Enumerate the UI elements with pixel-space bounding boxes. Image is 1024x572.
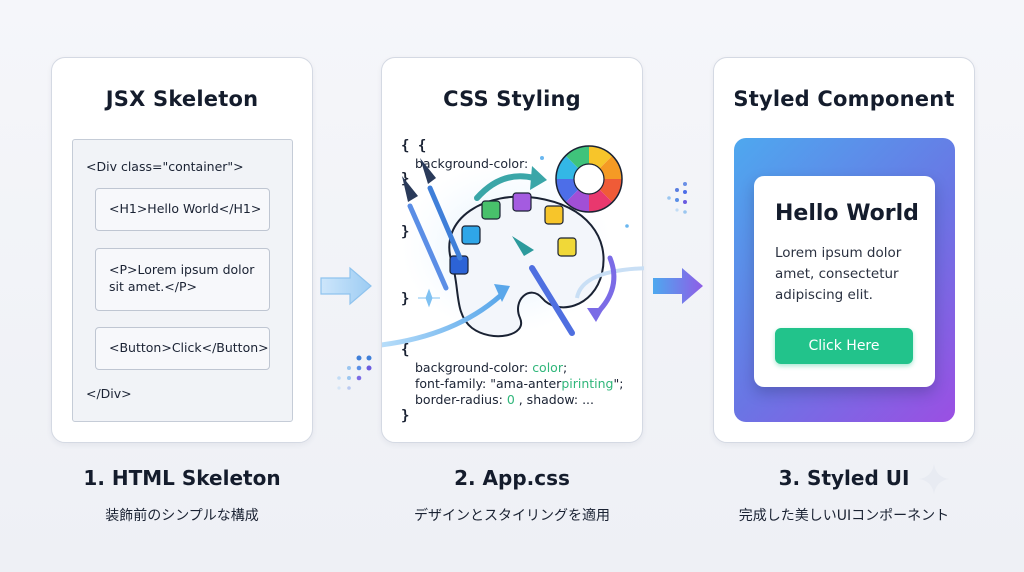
arrow-right-icon bbox=[653, 268, 703, 304]
step-1-sub: 装飾前のシンプルな構成 bbox=[105, 508, 259, 524]
css-line-border-radius: border-radius: 0 , shadow: ... bbox=[415, 392, 595, 407]
preview-body: Lorem ipsum dolor amet, consectetur adip… bbox=[775, 245, 902, 303]
sparkle-icon bbox=[919, 464, 949, 494]
div-close-tag: </Div> bbox=[86, 386, 132, 401]
jsx-skeleton-title: JSX Skeleton bbox=[105, 87, 259, 111]
gradient-frame: Hello World Lorem ipsum dolor amet, cons… bbox=[734, 138, 955, 422]
jsx-skeleton-card: JSX Skeleton <Div class="container"> <H1… bbox=[51, 57, 313, 443]
step-2-sub: デザインとスタイリングを適用 bbox=[414, 508, 610, 524]
css-brace-open-2: { bbox=[401, 342, 410, 358]
paint-palette-icon bbox=[382, 145, 644, 348]
paint-brush-icon bbox=[402, 158, 575, 336]
css-styling-title: CSS Styling bbox=[443, 87, 581, 111]
button-tag: <Button>Click</Button> bbox=[109, 340, 269, 355]
component-preview: Hello World Lorem ipsum dolor amet, cons… bbox=[754, 176, 935, 387]
step-3-label: 3. Styled UI bbox=[778, 466, 910, 490]
css-line-bg-color: background-color: color; bbox=[415, 360, 568, 375]
h1-box: <H1>Hello World</H1> bbox=[95, 188, 270, 231]
click-here-button[interactable]: Click Here bbox=[775, 328, 913, 364]
dot-particles-icon bbox=[667, 182, 687, 214]
arrow-right-icon bbox=[320, 266, 372, 306]
css-styling-card: CSS Styling { { background-color: } } } bbox=[381, 57, 644, 443]
styled-component-title: Styled Component bbox=[733, 87, 955, 111]
div-open-tag: <Div class="container"> bbox=[86, 159, 244, 174]
dot-particles-icon bbox=[337, 355, 372, 390]
h1-tag: <H1>Hello World</H1> bbox=[109, 201, 262, 216]
css-brace-close-4: } bbox=[401, 408, 410, 424]
p-tag-line1: <P>Lorem ipsum dolor bbox=[109, 262, 255, 277]
step-1-label: 1. HTML Skeleton bbox=[83, 466, 281, 490]
button-box: <Button>Click</Button> bbox=[95, 327, 270, 370]
css-brace-close-1: } bbox=[401, 171, 410, 187]
p-box: <P>Lorem ipsum dolor sit amet.</P> bbox=[95, 248, 270, 311]
color-wheel-icon bbox=[555, 145, 623, 213]
css-line-font-family: font-family: "ama-anterpirinting"; bbox=[415, 376, 624, 391]
styled-component-card: Styled Component Hello World Lorem ipsum… bbox=[713, 57, 975, 443]
step-2-label: 2. App.css bbox=[454, 466, 570, 490]
preview-heading: Hello World bbox=[775, 201, 919, 226]
skeleton-container: <Div class="container"> <H1>Hello World<… bbox=[72, 139, 293, 422]
css-brace-close-3: } bbox=[401, 291, 410, 307]
step-3-sub: 完成した美しいUIコンポーネント bbox=[738, 508, 950, 524]
p-tag-line2: sit amet.</P> bbox=[109, 279, 197, 294]
css-brace-open: { { bbox=[401, 138, 427, 154]
